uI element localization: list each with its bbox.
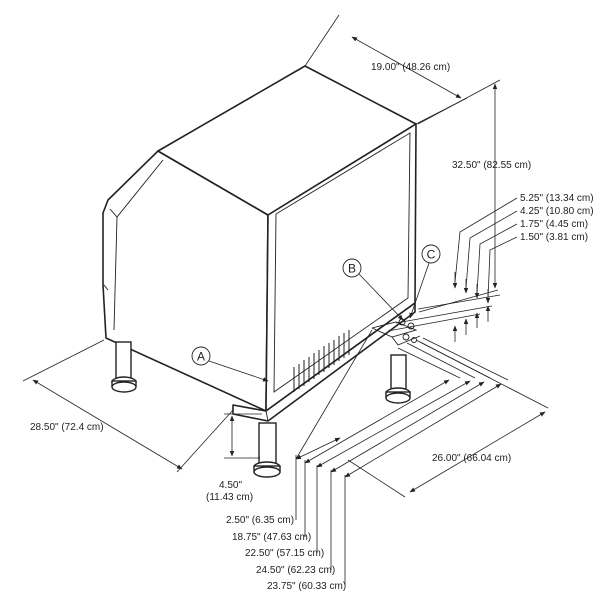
callout-b-letter: B bbox=[348, 262, 356, 276]
dim-depth-left: 28.50" (72.4 cm) bbox=[22, 339, 234, 473]
dim-depth-right: 26.00" (66.04 cm) bbox=[347, 341, 549, 498]
dim-c-offsets: 5.25" (13.34 cm) 4.25" (10.80 cm) 1.75" … bbox=[387, 193, 594, 342]
dim-leg-height: 4.50" (11.43 cm) bbox=[206, 413, 262, 503]
callout-a-letter: A bbox=[197, 350, 205, 364]
label-leg-height-in: 4.50" bbox=[219, 480, 242, 491]
label-width-top: 19.00" (48.26 cm) bbox=[371, 62, 450, 73]
cabinet bbox=[102, 65, 417, 422]
label-offset-d: 24.50" (62.23 cm) bbox=[256, 565, 335, 576]
dim-offsets-ladder: 2.50" (6.35 cm) 18.75" (47.63 cm) 22.50"… bbox=[226, 329, 509, 592]
callout-a: A bbox=[191, 346, 269, 382]
vent-grille bbox=[293, 330, 350, 392]
label-depth-left: 28.50" (72.4 cm) bbox=[30, 422, 104, 433]
label-c-offset-2: 4.25" (10.80 cm) bbox=[520, 206, 594, 217]
label-offset-b: 18.75" (47.63 cm) bbox=[232, 532, 311, 543]
label-c-offset-3: 1.75" (4.45 cm) bbox=[520, 219, 588, 230]
label-offset-c: 22.50" (57.15 cm) bbox=[245, 548, 324, 559]
callout-b: B bbox=[342, 258, 404, 321]
label-offset-e: 23.75" (60.33 cm) bbox=[267, 581, 346, 592]
label-c-offset-1: 5.25" (13.34 cm) bbox=[520, 193, 594, 204]
callout-c: C bbox=[409, 244, 441, 319]
label-offset-a: 2.50" (6.35 cm) bbox=[226, 515, 294, 526]
callout-c-letter: C bbox=[427, 248, 436, 262]
label-c-offset-4: 1.50" (3.81 cm) bbox=[520, 232, 588, 243]
label-height: 32.50" (82.55 cm) bbox=[452, 160, 531, 171]
dim-height: 32.50" (82.55 cm) bbox=[417, 79, 531, 313]
label-leg-height-cm: (11.43 cm) bbox=[206, 492, 253, 503]
label-depth-right: 26.00" (66.04 cm) bbox=[432, 453, 511, 464]
